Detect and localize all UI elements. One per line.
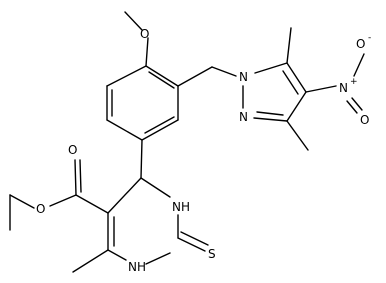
bond: [256, 111, 284, 116]
bond: [346, 100, 358, 114]
bond: [282, 70, 299, 95]
bond: [145, 252, 171, 265]
bond: [177, 66, 213, 87]
bond: [140, 139, 143, 179]
bond: [145, 37, 149, 67]
bond: [177, 237, 206, 252]
bond: [75, 194, 109, 214]
bond: [107, 177, 142, 214]
bond: [211, 66, 237, 77]
bond: [107, 249, 127, 261]
bond: [351, 97, 363, 111]
atom-charge-plus: +: [350, 77, 358, 87]
bond: [141, 119, 179, 141]
atom-charge-minus: -: [368, 33, 371, 43]
bond: [49, 194, 77, 207]
atom-label-pyrazole-n1: N: [239, 70, 248, 84]
atom-label-nitro-nitrogen: N: [339, 81, 348, 95]
atom-label-nh-3: NH: [172, 200, 190, 214]
bond: [180, 231, 209, 246]
bond: [286, 120, 309, 151]
bond: [74, 159, 77, 196]
bond: [353, 53, 365, 77]
bond: [144, 116, 175, 134]
bond: [286, 91, 307, 122]
bond: [79, 159, 82, 193]
atom-label-nh-1: NH: [128, 260, 146, 274]
bond: [145, 65, 179, 87]
bond: [254, 62, 288, 74]
bond: [305, 85, 337, 93]
atom-label-nitro-oxygen-anion: O: [356, 37, 365, 51]
bond: [124, 11, 143, 31]
bond: [9, 194, 35, 209]
bond: [72, 249, 109, 273]
atom-label-sulfur: S: [208, 247, 216, 261]
atom-label-nitro-oxygen: O: [360, 113, 369, 127]
bond: [106, 119, 143, 141]
atom-labels: O N N N + O - O O O NH NH S: [36, 27, 371, 274]
atom-label-ester-oxygen: O: [36, 202, 45, 216]
bond: [286, 27, 292, 64]
bond: [253, 117, 288, 122]
atom-label-carbonyl-oxygen: O: [68, 143, 77, 157]
bond: [148, 71, 175, 89]
atom-label-pyrazole-n2: N: [239, 110, 248, 124]
bond: [140, 177, 171, 198]
bond: [106, 65, 147, 87]
bonds: [9, 11, 365, 273]
bond: [286, 62, 307, 93]
atom-label-methoxy-oxygen: O: [140, 27, 149, 41]
